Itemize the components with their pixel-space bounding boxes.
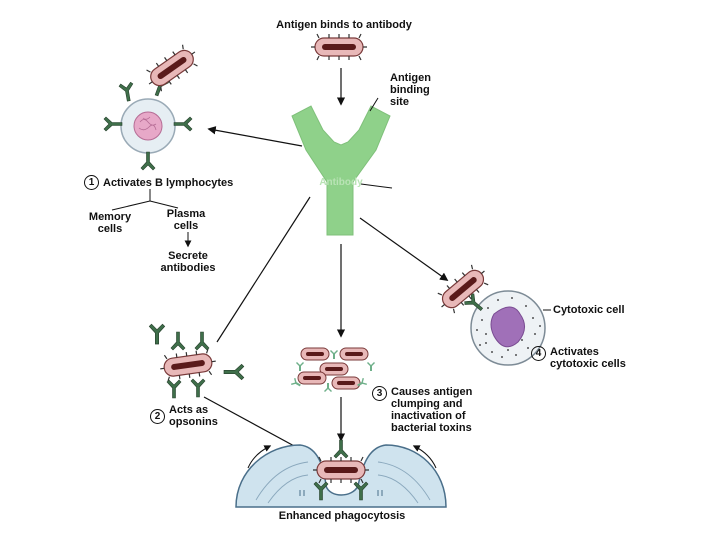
step-1: 1 Activates B lymphocytes	[84, 175, 233, 190]
b-cell-branches	[111, 189, 192, 248]
central-antibody	[291, 105, 391, 236]
line-to-opsonins	[216, 196, 311, 343]
arrow-to-cytotoxic	[359, 217, 449, 281]
step-1-number: 1	[84, 175, 99, 190]
step-4-number: 4	[531, 346, 546, 361]
antigen-on-b-cell	[141, 40, 203, 96]
step-4-label: Activates cytotoxic cells	[550, 346, 626, 370]
title-antigen-binds: Antigen binds to antibody	[276, 19, 412, 31]
step-3-number: 3	[372, 386, 387, 401]
secrete-antibodies-label: Secrete antibodies	[160, 250, 216, 274]
step-3: 3 Causes antigen clumping and inactivati…	[372, 386, 503, 434]
antigen-bacterium-top	[310, 33, 368, 61]
binding-site-pointer	[369, 97, 379, 112]
antigen-binding-site-label: Antigen binding site	[390, 72, 431, 108]
enhanced-phagocytosis-label: Enhanced phagocytosis	[278, 510, 406, 522]
memory-cells-label: Memory cells	[88, 211, 132, 235]
arrow-to-b-lymphocyte	[207, 126, 303, 147]
cytotoxic-cell	[432, 260, 546, 366]
step-3-label: Causes antigen clumping and inactivation…	[391, 386, 473, 434]
plasma-cells-label: Plasma cells	[166, 208, 206, 232]
antigen-clump	[290, 347, 375, 392]
antibody-label-pointer	[360, 183, 393, 189]
step-2: 2 Acts as opsonins	[150, 404, 231, 428]
phagocyte	[235, 439, 447, 508]
antibody-label: Antibody	[319, 177, 363, 188]
cytotoxic-cell-label: Cytotoxic cell	[553, 304, 625, 316]
opsonin-bacterium	[148, 323, 245, 399]
step-4: 4 Activates cytotoxic cells	[531, 346, 650, 370]
step-1-label: Activates B lymphocytes	[103, 176, 234, 189]
step-2-label: Acts as opsonins	[169, 404, 218, 428]
step-2-number: 2	[150, 408, 165, 424]
b-lymphocyte	[103, 40, 203, 171]
